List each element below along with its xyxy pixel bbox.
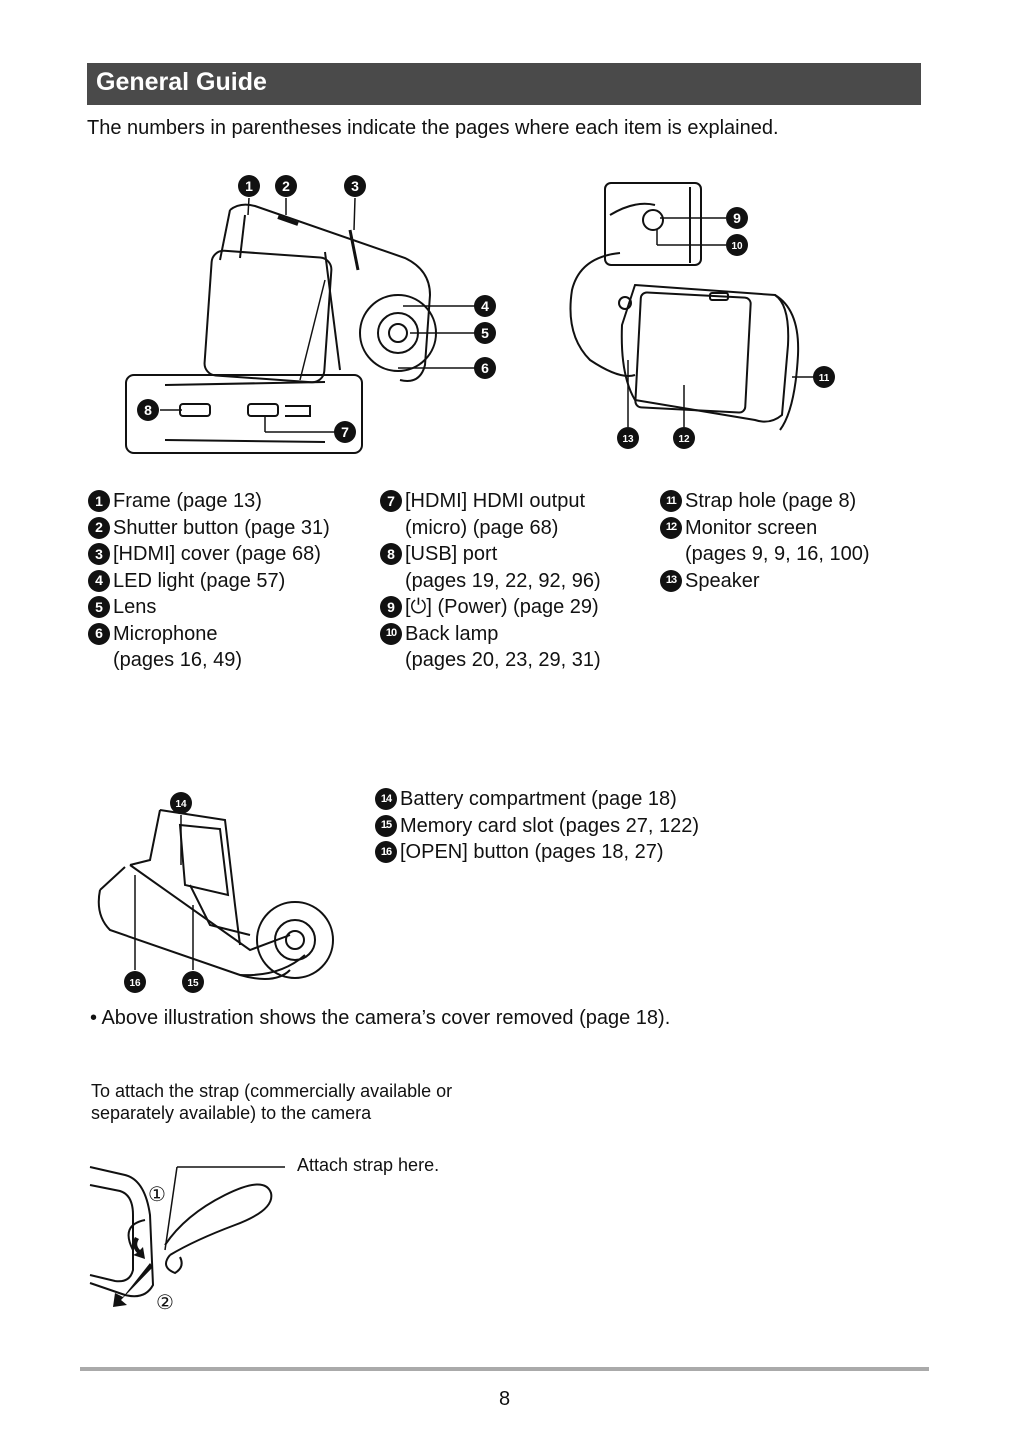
note-text: • Above illustration shows the camera’s … [90, 1007, 671, 1029]
list-item-continuation: (pages 16, 49) [113, 649, 242, 671]
step-1-label: ① [148, 1184, 166, 1206]
callout-3: 3 [344, 175, 366, 197]
section-title: General Guide [96, 68, 267, 96]
battery-compartment-illustration: 14 16 15 [97, 792, 334, 993]
callout-2: 2 [275, 175, 297, 197]
callout-10: 10 [726, 234, 748, 256]
callout-4: 4 [474, 295, 496, 317]
callout-16: 16 [124, 971, 146, 993]
callout-15: 15 [182, 971, 204, 993]
list-item-continuation: (micro) (page 68) [405, 516, 559, 539]
svg-text:13: 13 [622, 434, 634, 445]
svg-text:7: 7 [341, 424, 349, 440]
list-item: 9[⏻] (Power) (page 29) [380, 594, 650, 621]
callout-12: 12 [673, 427, 695, 449]
list-item-continuation: (pages 20, 23, 29, 31) [405, 649, 601, 671]
callout-8: 8 [137, 399, 159, 421]
list-item-continuation: (pages 19, 22, 92, 96) [405, 569, 601, 592]
intro-text: The numbers in parentheses indicate the … [87, 117, 779, 139]
pull-arrow-icon [113, 1263, 153, 1307]
footer-divider [80, 1367, 929, 1371]
callout-5: 5 [474, 322, 496, 344]
callout-9: 9 [726, 207, 748, 229]
svg-text:3: 3 [351, 178, 359, 194]
callout-14: 14 [170, 792, 192, 814]
attach-strap-label: Attach strap here. [297, 1155, 440, 1175]
page-number: 8 [498, 1388, 511, 1410]
svg-text:12: 12 [678, 434, 690, 445]
svg-text:9: 9 [733, 210, 741, 226]
list-item: 7[HDMI] HDMI output [380, 488, 650, 515]
svg-text:2: 2 [282, 178, 290, 194]
svg-text:5: 5 [481, 325, 489, 341]
svg-text:6: 6 [481, 360, 489, 376]
svg-text:15: 15 [187, 978, 199, 989]
callout-11: 11 [813, 366, 835, 388]
rotate-arrow-icon [132, 1237, 145, 1259]
svg-text:8: 8 [144, 402, 152, 418]
svg-text:14: 14 [175, 799, 187, 810]
svg-text:4: 4 [481, 298, 489, 314]
list-item: 16[OPEN] button (pages 18, 27) [375, 839, 795, 866]
strap-attach-illustration: ① ② [89, 1166, 285, 1314]
section-header: General Guide [87, 63, 921, 105]
parts-list-col2: 7[HDMI] HDMI output (micro) (page 68) 8[… [380, 488, 650, 674]
svg-text:1: 1 [245, 178, 253, 194]
list-item-continuation: (pages 9, 9, 16, 100) [685, 543, 870, 565]
list-item: 8[USB] port [380, 541, 650, 568]
camera-rear-illustration: 9 10 11 12 13 [569, 182, 835, 449]
callout-13: 13 [617, 427, 639, 449]
svg-text:10: 10 [731, 241, 743, 252]
strap-instructions: To attach the strap (commercially availa… [91, 1081, 453, 1123]
svg-text:16: 16 [129, 978, 141, 989]
step-2-label: ② [156, 1292, 174, 1314]
list-item: 3[HDMI] cover (page 68) [88, 541, 368, 568]
svg-text:11: 11 [819, 373, 830, 384]
camera-front-illustration: 1 2 3 4 5 6 7 8 [125, 175, 496, 454]
callout-1: 1 [238, 175, 260, 197]
callout-7: 7 [334, 421, 356, 443]
callout-6: 6 [474, 357, 496, 379]
